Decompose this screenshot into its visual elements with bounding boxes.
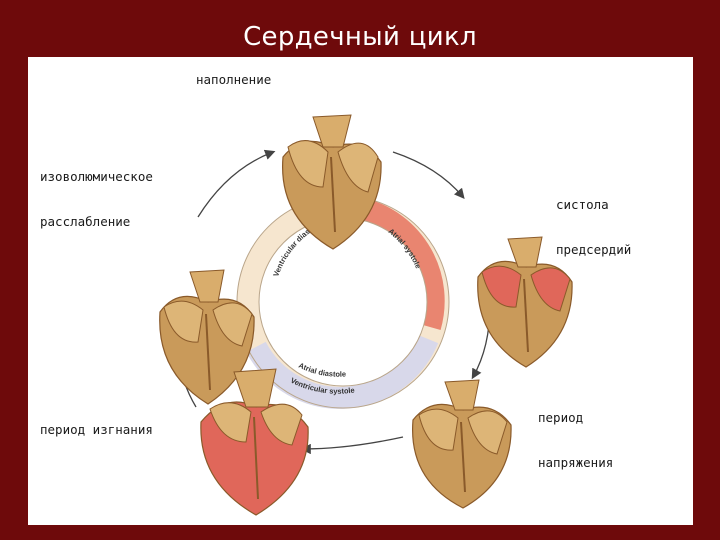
label-isovolumic-relaxation-line1: изоволюмическое	[40, 169, 153, 184]
heart-atrial-systole	[477, 236, 573, 368]
arrow-filling-to-atrial	[392, 151, 465, 199]
label-tension-period-line2: напряжения	[538, 455, 614, 470]
phase-ring: Ventricular diastole Atrial systole Atri…	[236, 195, 450, 409]
label-atrial-systole: систола предсердий	[556, 167, 631, 287]
label-tension-period-line1: период	[538, 410, 584, 425]
label-isovolumic-relaxation: изоволюмическое расслабление	[40, 139, 153, 259]
heart-isovolumic-contraction	[411, 379, 512, 509]
label-ejection-period: период изгнания	[40, 422, 153, 437]
label-atrial-systole-line2: предсердий	[556, 242, 632, 257]
heart-filling	[281, 114, 382, 250]
arrow-tension-to-ejection	[300, 436, 404, 455]
label-tension-period: период напряжения	[538, 380, 613, 500]
diagram-panel: Ventricular diastole Atrial systole Atri…	[28, 57, 693, 525]
arrow-iso-to-filling	[197, 149, 276, 218]
slide-title: Сердечный цикл	[243, 22, 477, 52]
label-isovolumic-relaxation-line2: расслабление	[40, 214, 131, 229]
cardiac-cycle-diagram: Ventricular diastole Atrial systole Atri…	[159, 114, 573, 516]
heart-isovolumic-relaxation	[159, 269, 255, 405]
label-filling: наполнение	[196, 72, 272, 87]
label-atrial-systole-line1: систола	[556, 197, 609, 212]
ring-atrial-systole-segment	[359, 198, 445, 331]
heart-ejection	[200, 368, 309, 516]
